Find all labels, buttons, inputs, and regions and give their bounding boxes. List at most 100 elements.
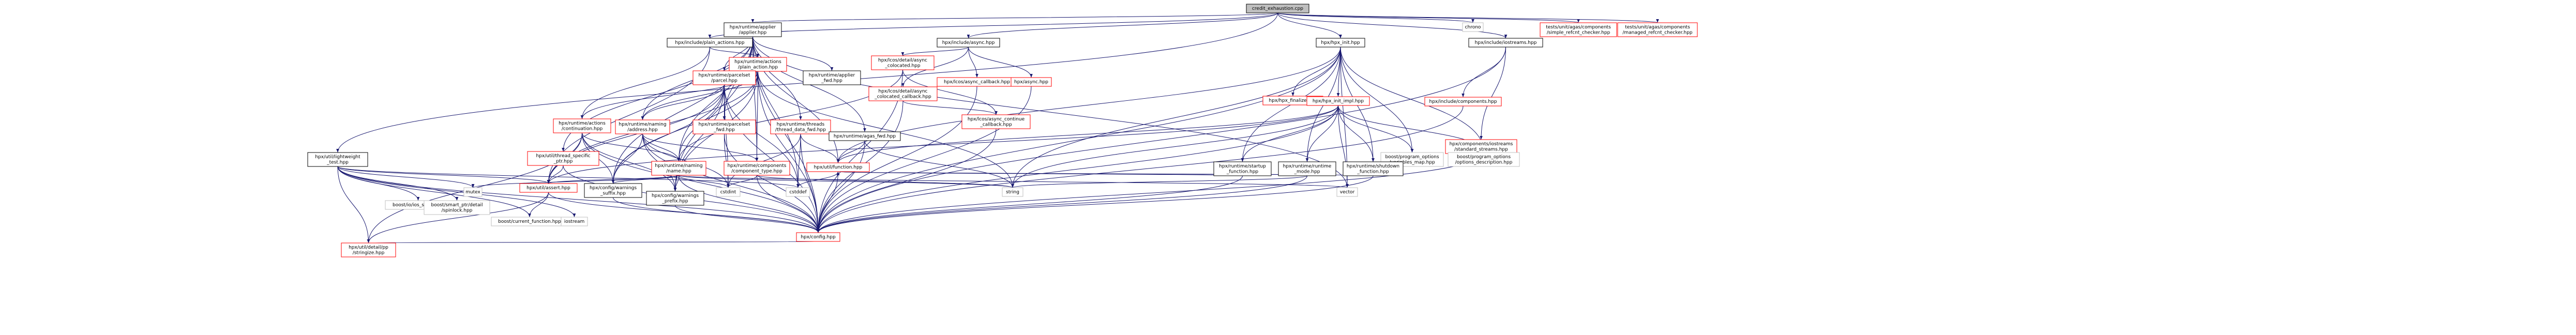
node-box: [1002, 187, 1023, 197]
node-label-line: hpx/runtime/applier: [730, 25, 776, 30]
edge-n_runtime_mode-to-n_string: [1011, 175, 1307, 188]
node-box: [307, 152, 368, 167]
node-n_applier[interactable]: hpx/runtime/applier/applier.hpp: [724, 22, 782, 37]
node-n_function[interactable]: hpx/util/function.hpp: [806, 162, 870, 172]
node-label-line: tests/unit/agas/components: [1546, 25, 1611, 30]
node-n_async_colocated_cb[interactable]: hpx/lcos/detail/async_colocated_callback…: [868, 86, 938, 101]
edge-n_parcel-to-n_cstddef: [724, 84, 800, 188]
edge-root-to-n_managed: [1277, 12, 1659, 23]
edge-n_component_type-to-n_config: [757, 175, 820, 233]
node-n_shutdown_function[interactable]: hpx/runtime/shutdown_function.hpp: [1343, 161, 1404, 176]
edge-n_lightweight-to-n_assert: [337, 166, 550, 184]
node-n_assert[interactable]: hpx/util/assert.hpp: [519, 183, 578, 193]
node-label-line: _ptr.hpp: [553, 159, 573, 164]
edge-n_shutdown_function-to-n_config: [817, 175, 1374, 233]
node-n_config[interactable]: hpx/config.hpp: [796, 232, 840, 242]
node-label-line: boost/program_options: [1385, 155, 1439, 160]
node-label-line: /spinlock.hpp: [442, 208, 473, 214]
node-box: [716, 187, 741, 197]
node-n_agas_fwd[interactable]: hpx/runtime/agas_fwd.hpp: [828, 131, 901, 141]
node-label-line: hpx/util/detail/pp: [349, 245, 388, 250]
node-root[interactable]: credit_exhaustion.cpp: [1246, 4, 1309, 13]
node-n_parcel_fwd[interactable]: hpx/runtime/parcelset_fwd.hpp: [692, 119, 756, 134]
node-label-line: /options_description.hpp: [1455, 160, 1513, 165]
node-label-line: /parcel.hpp: [711, 79, 737, 84]
node-n_async_hpp[interactable]: hpx/async.hpp: [1011, 77, 1052, 87]
node-box: [667, 38, 753, 48]
edge-n_async-to-n_async_hpp: [968, 47, 1033, 78]
node-box: [646, 191, 704, 206]
node-box: [1213, 161, 1272, 176]
node-n_async_callback[interactable]: hpx/lcos/async_callback.hpp: [937, 77, 1017, 87]
node-label-line: hpx/runtime/naming: [655, 163, 702, 169]
node-n_spinlock: boost/smart_ptr/detail/spinlock.hpp: [424, 200, 490, 215]
node-box: [937, 38, 1000, 48]
node-n_thread_data_fwd[interactable]: hpx/runtime/threads/thread_data_fwd.hpp: [770, 119, 831, 134]
node-label-line: _colocated.hpp: [884, 64, 920, 69]
node-n_runtime_mode[interactable]: hpx/runtime/runtime_mode.hpp: [1278, 161, 1336, 176]
node-box: [1540, 22, 1617, 37]
node-n_thread_specific[interactable]: hpx/util/thread_specific_ptr.hpp: [527, 151, 599, 166]
node-label-line: /address.hpp: [627, 128, 658, 133]
node-n_warnings_suffix[interactable]: hpx/config/warnings_suffix.hpp: [584, 183, 642, 198]
node-label-line: vector: [1340, 190, 1355, 195]
edge-n_naming_name-to-n_warnings_prefix: [673, 175, 679, 192]
edge-n_async_colocated-to-n_naming_name: [677, 69, 903, 162]
node-n_managed[interactable]: tests/unit/agas/components/managed_refcn…: [1617, 22, 1698, 37]
node-n_attribute[interactable]: hpx/util/detail/pp/stringize.hpp: [341, 242, 396, 257]
edge-n_iostreams-to-n_components_hpp: [1462, 47, 1506, 98]
node-box: [770, 119, 831, 134]
node-box: [615, 119, 670, 134]
node-box: [1306, 96, 1370, 106]
node-box: [561, 217, 588, 226]
node-n_string: string: [1002, 187, 1023, 197]
node-n_async_colocated[interactable]: hpx/lcos/detail/async_colocated.hpp: [871, 55, 935, 70]
node-n_standard_streams[interactable]: hpx/components/iostreams/standard_stream…: [1445, 139, 1517, 154]
edge-n_naming_name-to-n_config: [679, 175, 820, 233]
edge-n_agas_fwd-to-n_string: [864, 140, 1014, 188]
node-n_warnings_prefix[interactable]: hpx/config/warnings_prefix.hpp: [646, 191, 704, 206]
node-n_lightweight[interactable]: hpx/util/lightweight_test.hpp: [307, 152, 368, 167]
node-n_parcel[interactable]: hpx/runtime/parcelset/parcel.hpp: [692, 70, 756, 85]
edge-n_warnings_suffix-to-n_config: [613, 197, 820, 233]
edge-n_lightweight-to-n_config: [337, 166, 820, 233]
node-n_startup_function[interactable]: hpx/runtime/startup_function.hpp: [1213, 161, 1272, 176]
node-box: [1462, 22, 1484, 32]
node-box: [692, 119, 756, 134]
node-label-line: _function.hpp: [1357, 170, 1389, 175]
node-label-line: string: [1006, 190, 1019, 195]
node-label-line: hpx/config.hpp: [801, 235, 836, 240]
node-label-line: hpx/hpx_init_impl.hpp: [1313, 99, 1364, 104]
node-n_iostreams[interactable]: hpx/include/iostreams.hpp: [1468, 38, 1543, 48]
node-n_applier_fwd[interactable]: hpx/runtime/applier_fwd.hpp: [803, 70, 861, 85]
edge-n_hpx_init_impl-to-n_assert: [547, 105, 1338, 184]
node-box: [1246, 4, 1309, 13]
node-label-line: hpx/runtime/parcelset: [699, 73, 750, 78]
node-n_plain_actions[interactable]: hpx/include/plain_actions.hpp: [667, 38, 753, 48]
node-box: [1011, 77, 1052, 87]
node-n_async[interactable]: hpx/include/async.hpp: [937, 38, 1000, 48]
edge-n_continuation-to-n_warnings_prefix: [582, 132, 677, 192]
node-n_simple[interactable]: tests/unit/agas/components/simple_refcnt…: [1540, 22, 1617, 37]
node-label-line: _prefix.hpp: [661, 199, 688, 204]
node-label-line: cstdint: [720, 190, 736, 195]
edge-root-to-n_iostreams: [1277, 12, 1508, 39]
node-n_hpx_init_impl[interactable]: hpx/hpx_init_impl.hpp: [1306, 96, 1370, 106]
node-label-line: hpx/util/function.hpp: [814, 165, 863, 170]
node-n_continuation[interactable]: hpx/runtime/actions/continuation.hpp: [553, 118, 611, 133]
node-n_plain_action[interactable]: hpx/runtime/actions/plain_action.hpp: [729, 57, 787, 72]
node-n_async_continue[interactable]: hpx/lcos/async_continue_callback.hpp: [961, 114, 1031, 129]
node-n_components_hpp[interactable]: hpx/include/components.hpp: [1424, 97, 1502, 106]
node-label-line: boost/io/ios_state.hpp: [393, 203, 444, 208]
node-n_naming_name[interactable]: hpx/runtime/naming/name.hpp: [651, 161, 706, 176]
node-n_component_type[interactable]: hpx/runtime/components/component_type.hp…: [724, 161, 790, 176]
edge-n_applier-to-n_config: [752, 36, 820, 233]
edge-n_naming_name-to-n_string: [679, 175, 1014, 188]
node-n_naming_address[interactable]: hpx/runtime/naming/address.hpp: [615, 119, 670, 134]
edge-n_naming_name-to-n_cstdint: [679, 175, 730, 188]
edge-n_runtime_mode-to-n_config: [817, 175, 1307, 233]
edge-n_async_hpp-to-n_config: [817, 86, 1032, 233]
edge-n_agas_fwd-to-n_config: [817, 140, 865, 233]
node-n_hpx_init[interactable]: hpx/hpx_init.hpp: [1316, 38, 1365, 48]
node-label-line: hpx/config/warnings: [652, 193, 699, 199]
